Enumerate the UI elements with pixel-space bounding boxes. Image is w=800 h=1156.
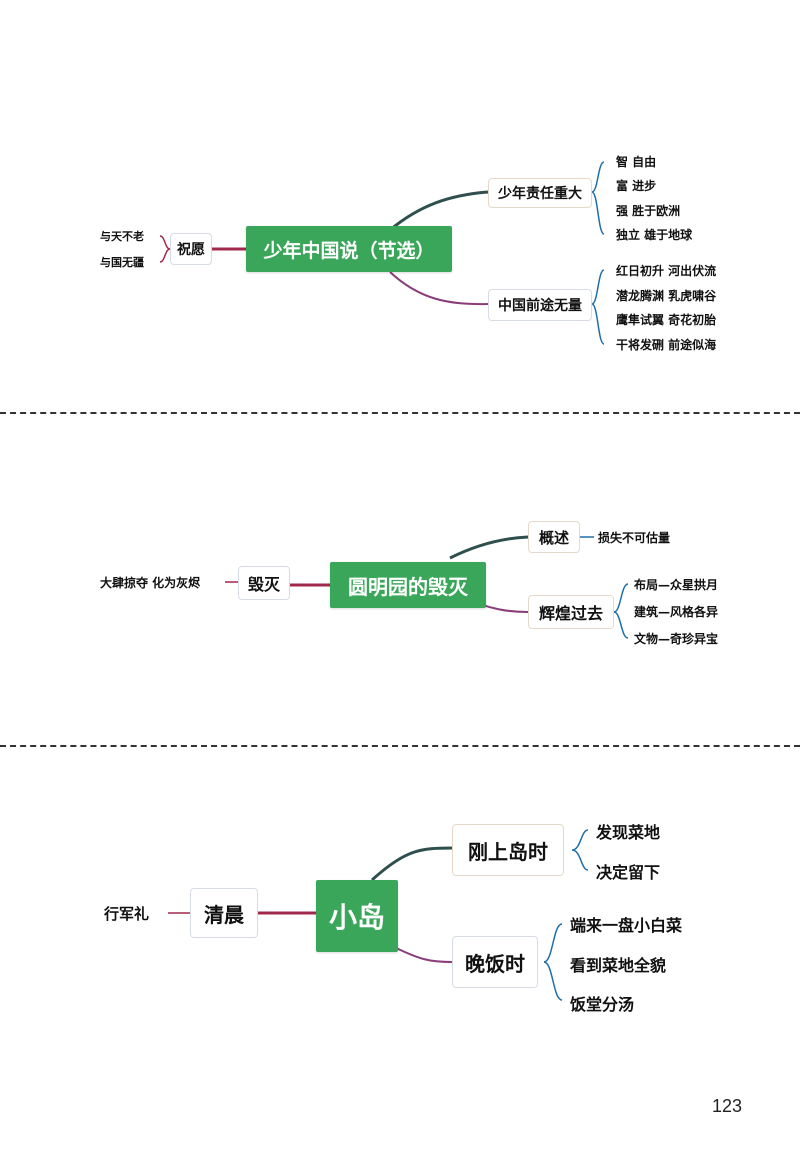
leaf-m3-b2-3: 饭堂分汤 [570,995,635,1014]
link-m3-lower [389,944,453,963]
section-divider-1 [0,412,800,414]
leaf-m1-b2-2: 潜龙腾渊 乳虎啸谷 [616,289,717,303]
branch-m2-huihuang-guoqu: 辉煌过去 [528,595,614,629]
left-node-zhuyuan: 祝愿 [170,233,212,265]
leaf-m2-b1-1: 损失不可估量 [598,531,671,545]
leaf-m2-left-1: 大肆掠夺 化为灰烬 [100,576,201,590]
brace-m2-lower [613,583,629,639]
leaf-m1-b1-4: 独立 雄于地球 [616,228,693,242]
leaf-m1-b1-3: 强 胜于欧洲 [616,204,681,218]
leaf-m2-b2-3: 文物—奇珍异宝 [634,632,719,646]
leaf-m3-b1-2: 决定留下 [596,863,661,882]
section-divider-2 [0,745,800,747]
leaf-m1-b2-1: 红日初升 河出伏流 [616,264,717,278]
link-m2-upper [449,535,529,560]
link-m1-lower [389,271,489,306]
leaf-m3-b2-1: 端来一盘小白菜 [570,916,683,935]
branch-m3-gang-shangdao: 刚上岛时 [452,824,564,876]
leaf-m1-b2-4: 干将发硎 前途似海 [616,338,717,352]
leaf-m2-b2-2: 建筑—风格各异 [634,605,719,619]
link-m3-upper [370,846,453,882]
leaf-m3-b2-2: 看到菜地全貌 [570,956,667,975]
branch-m3-wanfan-shi: 晚饭时 [452,936,538,988]
leaf-m1-left-2: 与国无疆 [100,256,144,269]
leaf-m1-b1-1: 智 自由 [616,155,657,169]
left-node-qingchen: 清晨 [190,888,258,938]
left-node-huimie: 毁灭 [238,566,290,600]
leaf-m1-b1-2: 富 进步 [616,179,657,193]
brace-m3-lower [543,923,563,1001]
brace-m3-upper [571,829,589,871]
link-m1-upper [389,190,489,232]
center-node-xiaodao: 小岛 [316,880,398,952]
leaf-m2-b2-1: 布局—众星拱月 [634,578,719,592]
branch-m1-zhongguo-qiantu: 中国前途无量 [488,289,592,321]
brace-m1-upper [591,161,605,235]
brace-m1-lower [591,269,605,345]
center-node-yuanmingyuan: 圆明园的毁灭 [330,562,486,608]
page-number: 123 [712,1096,743,1116]
leaf-m3-b1-1: 发现菜地 [596,823,661,842]
branch-m2-gaishu: 概述 [528,521,580,553]
leaf-m1-b2-3: 鹰隼试翼 奇花初胎 [616,313,717,327]
branch-m1-shaonian-zeren: 少年责任重大 [488,178,592,208]
brace-m1-left [159,235,171,263]
leaf-m1-left-1: 与天不老 [100,230,144,243]
center-node-shaonian-zhongguo-shuo: 少年中国说（节选） [246,226,452,272]
leaf-m3-left-1: 行军礼 [104,905,150,923]
